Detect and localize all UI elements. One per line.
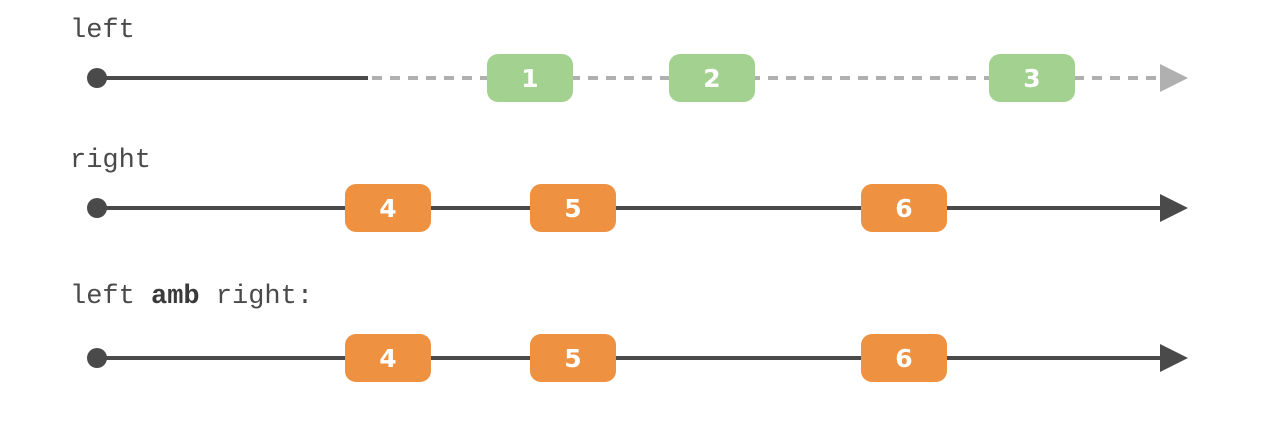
right-marble-5-label: 5 <box>564 194 581 223</box>
right-timeline-label: right <box>70 146 152 176</box>
result-marble-5-label: 5 <box>564 344 581 373</box>
result-label-right: right: <box>199 282 314 312</box>
result-marble-5: 5 <box>530 334 616 382</box>
result-marble-4-label: 4 <box>379 344 396 373</box>
right-marble-4-label: 4 <box>379 194 396 223</box>
right-marble-6-label: 6 <box>895 194 912 223</box>
left-marble-1: 1 <box>487 54 573 102</box>
left-marble-3-label: 3 <box>1023 64 1040 93</box>
left-marble-2-label: 2 <box>703 64 720 93</box>
result-arrowhead <box>1160 344 1188 372</box>
right-arrowhead <box>1160 194 1188 222</box>
result-marble-6: 6 <box>861 334 947 382</box>
left-timeline: 1 2 3 <box>87 54 1188 102</box>
left-arrowhead <box>1160 64 1188 92</box>
right-marble-6: 6 <box>861 184 947 232</box>
left-marble-1-label: 1 <box>521 64 538 93</box>
right-marble-4: 4 <box>345 184 431 232</box>
left-marble-3: 3 <box>989 54 1075 102</box>
result-label-operator: amb <box>151 282 200 312</box>
result-timeline: 4 5 6 <box>87 334 1188 382</box>
result-marble-6-label: 6 <box>895 344 912 373</box>
left-marble-2: 2 <box>669 54 755 102</box>
result-marble-4: 4 <box>345 334 431 382</box>
result-timeline-label: left amb right: <box>70 284 313 311</box>
right-timeline: 4 5 6 <box>87 184 1188 232</box>
result-label-left: left <box>70 282 152 312</box>
left-timeline-label: left <box>70 16 135 46</box>
right-marble-5: 5 <box>530 184 616 232</box>
